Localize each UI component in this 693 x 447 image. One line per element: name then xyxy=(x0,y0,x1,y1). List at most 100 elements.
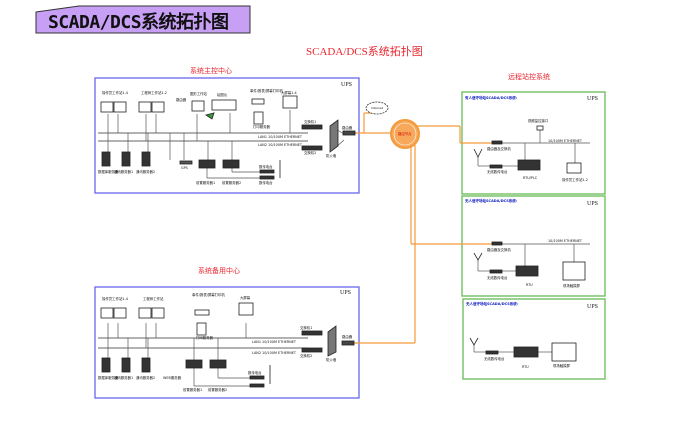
plotter-label: 绘图仪 xyxy=(217,93,228,97)
station1-label: 无线数传电台 xyxy=(487,170,508,174)
main-lan-bus xyxy=(98,132,308,142)
main-ups-label: UPS xyxy=(341,82,353,88)
monitor-icon xyxy=(113,307,127,319)
printer-label: 事件/报表/屏幕打印机 xyxy=(192,293,225,297)
web-server-label: WEB服务器 xyxy=(163,376,181,380)
title-banner: SCADA/DCS系统拓扑图 xyxy=(34,5,252,34)
monitor-icon xyxy=(151,101,165,113)
plotter-icon xyxy=(211,99,237,111)
switch1-icon xyxy=(301,330,323,336)
modem-label: 路由器 xyxy=(342,335,353,339)
monitor-icon xyxy=(100,101,114,113)
station3-ups: UPS xyxy=(587,304,599,310)
station1-label: 操作员工作站1-2 xyxy=(562,178,588,182)
fe-server-icon xyxy=(222,159,240,169)
lan1-label: LAN1 10/100M ETHERNET xyxy=(252,340,297,344)
op-station-label: 操作员工作站1-4 xyxy=(102,91,128,95)
scada-server1-label: 通讯服务器1 xyxy=(114,170,134,174)
big-screen-icon xyxy=(282,95,298,109)
station3-label: RTU xyxy=(522,365,529,369)
monitor-icon xyxy=(138,307,152,319)
remote-devices xyxy=(469,125,586,362)
switch1-label: 交换机1 xyxy=(304,120,317,124)
server-icon xyxy=(141,357,151,373)
server-icon xyxy=(101,357,111,373)
firewall-label: 防火墙 xyxy=(326,358,337,362)
big-screen-icon xyxy=(238,302,254,316)
gps-icon xyxy=(179,160,193,165)
fe-server-icon xyxy=(185,359,203,369)
print-server-icon xyxy=(196,322,207,336)
fe-server-icon xyxy=(209,359,227,369)
station2-label: 现场触摸屏 xyxy=(563,284,580,288)
server-icon xyxy=(141,151,151,167)
fe2-label: 前置服务器2 xyxy=(208,388,228,392)
backup-center-title: 系统备用中心 xyxy=(198,267,240,275)
switch2-label: 交换机2 xyxy=(304,151,317,155)
banner-title: SCADA/DCS系统拓扑图 xyxy=(48,12,229,33)
antenna-icon xyxy=(469,337,479,346)
op-station-label: 操作员工作站1-4 xyxy=(102,297,128,301)
monitor-icon xyxy=(138,101,152,113)
server-icon xyxy=(101,151,111,167)
router-label: 路由器 xyxy=(176,98,187,102)
radio-icon xyxy=(489,269,503,274)
internet-cloud-icon xyxy=(365,101,389,115)
switch1-icon xyxy=(301,124,323,130)
touchscreen-icon xyxy=(551,342,577,362)
remote-station-2-box xyxy=(461,195,606,297)
radio1-label: 数传电台 xyxy=(259,165,273,169)
station2-label: RTU xyxy=(526,283,533,287)
modem-icon xyxy=(342,130,356,136)
video-interface-icon xyxy=(536,125,544,131)
station3-label: 现场触摸屏 xyxy=(553,364,570,368)
printer-icon xyxy=(251,98,265,105)
radio-icon xyxy=(259,169,275,174)
switch1-label: 交换机1 xyxy=(300,326,313,330)
main-center-devices xyxy=(100,95,356,180)
modem-label: 路由器 xyxy=(342,126,353,130)
scada-server2-label: 通讯服务器2 xyxy=(136,170,156,174)
fe2-label: 前置服务器2 xyxy=(222,181,242,185)
radio-icon xyxy=(259,175,275,180)
fe1-label: 前置服务器1 xyxy=(183,388,203,392)
fe1-label: 前置服务器1 xyxy=(196,181,216,185)
modem-icon xyxy=(341,340,355,346)
main-center-box xyxy=(94,77,360,194)
station1-label: RTU/PLC xyxy=(523,176,538,180)
firewall-label: 防火墙 xyxy=(326,154,337,158)
backup-center-box xyxy=(94,286,360,399)
station1-header: 有人值守场站SCADA/DCS系统: xyxy=(465,96,518,100)
workstation-icon xyxy=(566,162,582,174)
firewall-icon xyxy=(329,119,339,153)
firewall-icon xyxy=(327,325,337,357)
scada-server1-label: 通讯服务器1 xyxy=(114,376,134,380)
internet-label: Internet xyxy=(371,106,383,110)
station2-label: 路由器及交换机 xyxy=(487,248,511,252)
print-server-label: 打印服务器 xyxy=(253,125,270,129)
lan2-label: LAN2 10/100M ETHERNET xyxy=(252,351,297,355)
router-icon xyxy=(205,112,215,120)
main-center-title: 系统主控中心 xyxy=(190,67,232,75)
station1-label: 视频监控接口 xyxy=(528,119,549,123)
router-switch-icon xyxy=(491,241,503,246)
rtu-icon xyxy=(513,346,539,358)
station2-ethernet: 10/100M ETHERNET xyxy=(548,239,582,243)
switch2-icon xyxy=(301,145,323,151)
server-icon xyxy=(121,151,131,167)
diagram-title: SCADA/DCS系统拓扑图 xyxy=(306,46,423,58)
lan1-label: LAN1 10/100M ETHERNET xyxy=(258,135,303,139)
switch2-icon xyxy=(301,347,323,353)
printer-icon xyxy=(194,309,210,316)
print-server-icon xyxy=(253,111,264,125)
antenna-icon xyxy=(473,148,483,158)
touchscreen-icon xyxy=(562,261,586,281)
fe-server-icon xyxy=(198,159,216,169)
station2-label: 无线数传电台 xyxy=(487,276,508,280)
db-server-label: 数据库服务器 xyxy=(98,170,119,174)
station3-label: 无线数传电台 xyxy=(484,357,505,361)
printer-label: 事件/报表/屏幕打印机 xyxy=(250,89,283,93)
station1-ethernet: 10/100M ETHERNET xyxy=(548,139,582,143)
rtu-plc-icon xyxy=(517,159,541,171)
